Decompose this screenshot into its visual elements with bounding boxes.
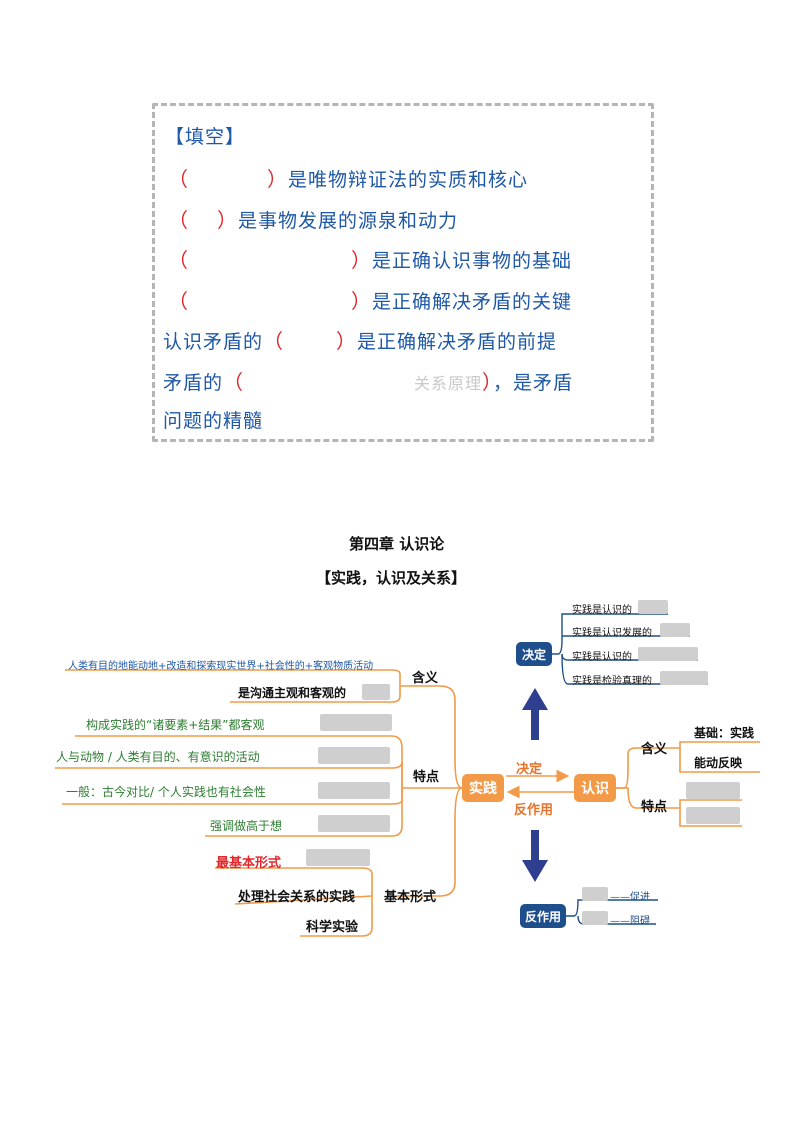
open-paren: （ xyxy=(168,208,189,232)
close-paren: ） xyxy=(351,248,372,272)
feature-social: 一般：古今对比/ 个人实践也有社会性 xyxy=(66,785,266,799)
answer-blank[interactable] xyxy=(582,911,608,925)
fill-in-line-2: （ ）是事物发展的源泉和动力 xyxy=(168,204,458,233)
close-paren: ） xyxy=(351,289,372,313)
close-paren: ） xyxy=(217,208,238,232)
react-node: 反作用 xyxy=(520,904,566,928)
line-text: ，是矛盾 xyxy=(493,372,574,394)
social-relations-practice: 处理社会关系的实践 xyxy=(238,890,356,905)
feature-purposeful: 人与动物 / 人类有目的、有意识的活动 xyxy=(56,750,260,764)
fill-in-line-6: 矛盾的（ 关系原理），是矛盾 xyxy=(163,366,573,395)
line-prefix: 矛盾的 xyxy=(163,372,224,394)
cognition-features-label: 特点 xyxy=(641,800,668,815)
fill-in-header: 【填空】 xyxy=(165,126,246,148)
open-paren: （ xyxy=(168,289,189,313)
line-text: 是正确解决矛盾的关键 xyxy=(372,291,573,313)
line-text: 是唯物辩证法的实质和核心 xyxy=(288,169,529,191)
scientific-experiment: 科学实验 xyxy=(306,920,359,935)
cognition-reflection: 能动反映 xyxy=(694,756,743,770)
features-label: 特点 xyxy=(413,770,440,785)
practice-definition: 人类有目的地能动地+改造和探索现实世界+社会性的+客观物质活动 xyxy=(68,661,374,672)
open-paren: （ xyxy=(168,167,189,191)
answer-blank[interactable] xyxy=(660,671,708,685)
decide-item-1: 实践是认识的 xyxy=(572,605,632,616)
arrow-label-decide: 决定 xyxy=(516,762,543,777)
decide-item-4: 实践是检验真理的 xyxy=(572,676,652,687)
answer-blank[interactable] xyxy=(318,747,390,764)
cognition-basis: 基础：实践 xyxy=(694,726,755,740)
decide-node: 决定 xyxy=(516,642,552,666)
line-text: 是正确解决矛盾的前提 xyxy=(357,331,558,353)
section-title: 【实践，认识及关系】 xyxy=(316,569,467,587)
answer-blank[interactable] xyxy=(686,782,740,799)
open-paren: （ xyxy=(263,329,285,353)
decide-item-2: 实践是认识发展的 xyxy=(572,628,652,639)
answer-blank[interactable] xyxy=(318,815,390,832)
arrow-label-react: 反作用 xyxy=(514,803,554,818)
answer-blank[interactable] xyxy=(638,600,668,614)
answer-blank[interactable] xyxy=(638,647,698,661)
open-paren: （ xyxy=(168,248,189,272)
answer-blank[interactable] xyxy=(686,807,740,824)
forms-label: 基本形式 xyxy=(384,890,437,905)
close-paren: ） xyxy=(267,167,288,191)
decide-item-3: 实践是认识的 xyxy=(572,652,632,663)
cognition-meaning-label: 含义 xyxy=(641,742,668,757)
line-text: 是正确认识事物的基础 xyxy=(372,250,573,272)
fill-in-line-1: （ ）是唯物辩证法的实质和核心 xyxy=(168,163,528,192)
fill-in-box xyxy=(152,103,654,442)
chapter-title: 第四章 认识论 xyxy=(349,535,445,553)
open-paren: （ xyxy=(223,370,245,394)
meaning-label: 含义 xyxy=(412,671,439,686)
fill-in-line-5: 认识矛盾的（ ）是正确解决矛盾的前提 xyxy=(163,325,557,354)
feature-doing: 强调做高于想 xyxy=(210,819,283,833)
practice-bridge: 是沟通主观和客观的 xyxy=(238,686,347,700)
answer-blank[interactable] xyxy=(362,684,390,700)
answer-blank[interactable] xyxy=(582,887,608,901)
line-prefix: 认识矛盾的 xyxy=(163,331,264,353)
cognition-node: 认识 xyxy=(574,774,616,802)
answer-blank[interactable] xyxy=(660,623,690,637)
answer-blank[interactable] xyxy=(320,714,392,731)
answer-blank[interactable] xyxy=(306,849,370,866)
most-basic-form: 最基本形式 xyxy=(216,856,282,871)
close-paren: ） xyxy=(482,370,494,394)
fill-in-line-4: （ ）是正确解决矛盾的关键 xyxy=(168,285,572,314)
fill-in-line-3: （ ）是正确认识事物的基础 xyxy=(168,244,572,273)
close-paren: ） xyxy=(336,329,358,353)
practice-node: 实践 xyxy=(462,774,504,802)
faint-hint: 关系原理 xyxy=(414,374,483,393)
line-text: 是事物发展的源泉和动力 xyxy=(238,210,459,232)
react-hinder: ——阻碍 xyxy=(610,916,650,927)
answer-blank[interactable] xyxy=(318,782,390,799)
feature-objective: 构成实践的“诸要素+结果”都客观 xyxy=(86,718,265,732)
fill-in-last-line: 问题的精髓 xyxy=(163,410,264,432)
react-promote: ——促进 xyxy=(610,892,650,903)
